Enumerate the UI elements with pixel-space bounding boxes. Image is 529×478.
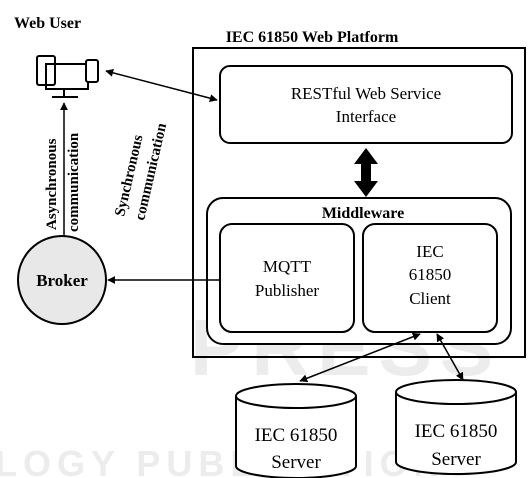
computer-devices-icon (36, 55, 99, 98)
client-server2-arrow (436, 333, 464, 381)
broker-node (17, 235, 107, 325)
server2-database-icon (395, 379, 517, 475)
mqtt-label-line1: MQTT (263, 257, 312, 276)
server1-database-icon (235, 383, 357, 478)
client-label-line2: 61850 (409, 265, 452, 284)
async-label-line2: communication (66, 132, 82, 232)
web-user-label: Web User (14, 15, 81, 32)
iec-client-box (362, 223, 498, 333)
mqtt-label-line2: Publisher (255, 281, 320, 300)
restful-label-line2: Interface (336, 107, 396, 126)
client-server1-arrow (299, 332, 421, 383)
mqtt-publisher-box (219, 223, 355, 333)
server1-label-line2: Server (271, 452, 321, 473)
sync-arrow (105, 68, 218, 103)
phone-icon (85, 59, 99, 83)
client-label-line1: IEC (416, 242, 443, 261)
watermark-bottom-text: LOGY PUBLICATIONS (0, 443, 476, 478)
server2-label-line2: Server (431, 449, 481, 470)
client-label-line3: Client (409, 289, 451, 308)
server1-label-line1: IEC 61850 (255, 425, 338, 446)
restful-interface-box (219, 65, 513, 144)
platform-title: IEC 61850 Web Platform (226, 29, 399, 46)
async-label-line1: Asynchronous (44, 138, 60, 230)
double-arrow-icon (354, 148, 378, 197)
broker-label: Broker (36, 271, 88, 290)
restful-label-line1: RESTful Web Service (291, 84, 441, 103)
server2-label-line1: IEC 61850 (415, 421, 498, 442)
middleware-label: Middleware (322, 205, 404, 222)
